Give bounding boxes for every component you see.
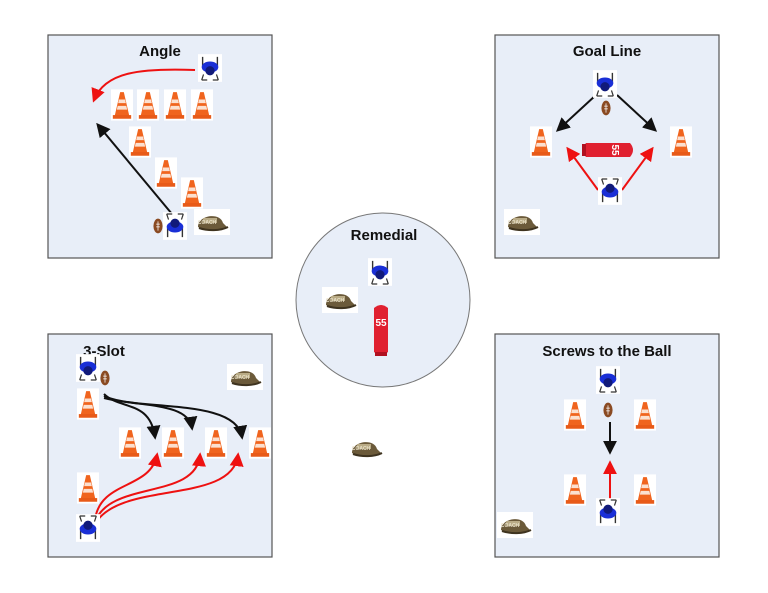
hat-text: COACH [352,446,371,452]
drill-title: Goal Line [573,43,641,60]
red-arrow [94,452,244,525]
dummy-number: 55 [375,318,387,329]
black-arrow [96,122,173,215]
cone-icon [77,472,99,504]
cone-icon [129,126,151,158]
black-arrow [616,94,658,132]
cone-icon [670,126,692,158]
red-arrow [566,146,599,191]
cone-icon [530,126,552,158]
football-icon [100,370,110,386]
dummy-number: 55 [609,144,620,156]
player-icon [593,70,617,98]
cone-icon [162,427,184,459]
player-icon [76,354,100,382]
tackling-dummy-icon: 55 [582,143,633,157]
black-arrow [103,397,248,440]
player-icon [76,514,100,542]
hat-text: COACH [231,375,250,381]
cone-icon [181,177,203,209]
football-icon [601,100,611,116]
drill-title: Screws to the Ball [542,343,671,360]
red-arrow [621,146,654,191]
drill-title: Angle [139,43,181,60]
cone-icon [634,399,656,431]
black-arrow [555,94,597,132]
cone-icon [137,89,159,121]
cone-icon [249,427,271,459]
red-arrow [94,452,162,521]
hat-text: COACH [508,220,527,226]
drill-panel-remedial [295,212,471,388]
cone-icon [191,89,213,121]
football-icon [603,402,613,418]
tackling-dummy-icon: 55 [374,305,388,356]
cone-icon [205,427,227,459]
cone-icon [564,474,586,506]
hat-text: COACH [501,523,520,529]
cone-icon [77,388,99,420]
dummy-body [374,305,388,356]
hat-text: COACH [326,298,345,304]
player-icon [598,177,622,205]
player-icon [198,54,222,82]
player-icon [368,258,392,286]
red-arrow [91,68,196,103]
cone-icon [164,89,186,121]
drill-title: Remedial [351,227,418,244]
cone-icon [119,427,141,459]
dummy-body [582,143,633,157]
cone-icon [155,157,177,189]
football-icon [153,218,163,234]
player-icon [163,212,187,240]
cone-icon [634,474,656,506]
red-arrow [94,452,206,523]
cone-icon [111,89,133,121]
cone-icon [564,399,586,431]
player-icon [596,366,620,394]
hat-text: COACH [198,220,217,226]
player-icon [596,498,620,526]
